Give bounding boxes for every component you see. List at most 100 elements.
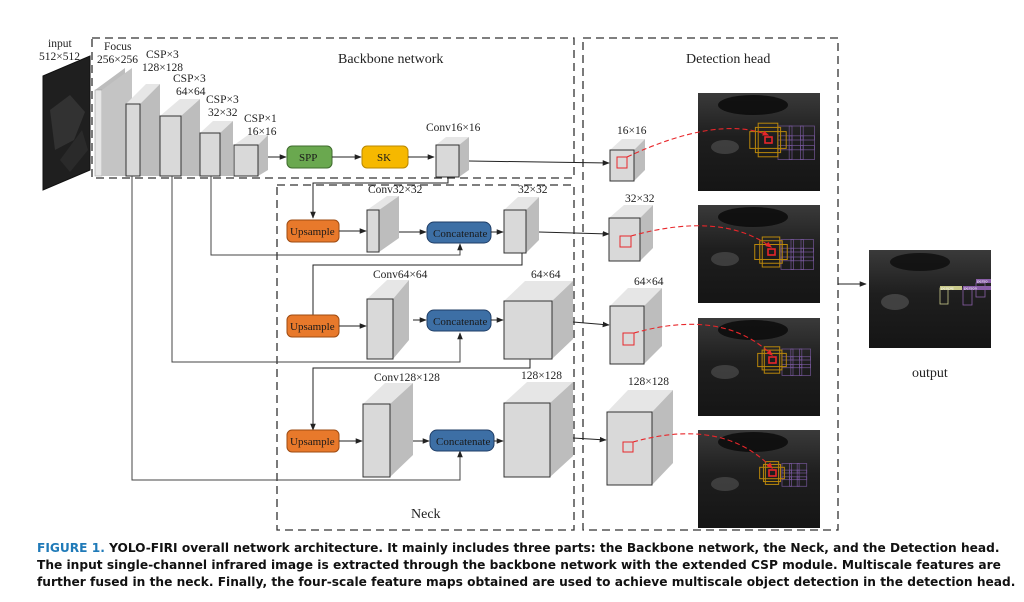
- csp-32-size: 32×32: [208, 107, 238, 119]
- conv16-block: [435, 137, 469, 178]
- anchor-box-purple: [788, 125, 804, 141]
- csp-32-name: CSP×3: [206, 94, 239, 106]
- upsample-label-2: Upsample: [290, 321, 335, 333]
- anchor-box-purple: [800, 125, 815, 141]
- car-shape: [711, 252, 739, 266]
- neck-title: Neck: [411, 507, 441, 522]
- conv64-block: [366, 280, 409, 360]
- neck-section: [276, 184, 575, 531]
- output-label: output: [912, 366, 948, 381]
- mapping-curve: [626, 128, 770, 158]
- car-shape: [711, 365, 739, 379]
- target-box: [768, 469, 777, 477]
- anchor-box-purple: [790, 348, 803, 361]
- anchor-box-purple: [789, 463, 800, 474]
- anchor-box-purple: [781, 469, 792, 481]
- head-cube-64: [609, 288, 662, 365]
- anchor-box-purple: [788, 135, 804, 151]
- anchor-box-purple: [800, 135, 815, 151]
- anchor-box-purple: [800, 145, 815, 161]
- mapping-curve: [632, 433, 773, 469]
- neck-out-32-label: 32×32: [518, 184, 548, 196]
- head-cube-16: [609, 139, 645, 182]
- head-scale-32: 32×32: [625, 193, 655, 205]
- conv128-label: Conv128×128: [374, 372, 440, 384]
- upsample-module-1: Upsample: [286, 219, 340, 243]
- csp-16-block: [233, 135, 268, 177]
- anchor-box-purple: [799, 363, 811, 376]
- focus-size: 256×256: [97, 54, 138, 66]
- detection-head-title: Detection head: [686, 52, 770, 67]
- figure-caption: FIGURE 1. YOLO-FIRI overall network arch…: [37, 540, 1017, 591]
- spp-label: SPP: [299, 152, 317, 164]
- conv32-label: Conv32×32: [368, 184, 423, 196]
- sk-label: SK: [377, 152, 391, 164]
- csp-128-block: [125, 84, 160, 177]
- csp-128-size: 128×128: [142, 62, 183, 74]
- target-box: [768, 356, 777, 364]
- upsample-module-3: Upsample: [286, 429, 340, 453]
- figure-caption-text: YOLO-FIRI overall network architecture. …: [37, 541, 1016, 589]
- anchor-box-orange: [754, 126, 782, 154]
- focus-block: [94, 68, 132, 177]
- mapping-curve: [633, 323, 773, 356]
- anchor-box-orange: [763, 346, 781, 374]
- conv16-label: Conv16×16: [426, 122, 481, 134]
- output-detection-label-people: people: [941, 286, 955, 291]
- concatenate-label-1: Concatenate: [433, 228, 487, 240]
- backbone-title: Backbone network: [338, 52, 443, 67]
- csp-16-name: CSP×1: [244, 113, 277, 125]
- tree-shadow: [718, 95, 788, 115]
- anchor-box-purple: [790, 256, 804, 270]
- architecture-diagram: Backbone network Neck Detection head inp…: [39, 37, 991, 531]
- upsample-label-1: Upsample: [290, 226, 335, 238]
- head-cube-128: [606, 390, 673, 486]
- csp-16-size: 16×16: [247, 126, 277, 138]
- concatenate-label-2: Concatenate: [433, 316, 487, 328]
- anchor-box-purple: [796, 469, 808, 481]
- neck-out-128-block: [503, 382, 573, 478]
- head-scale-16: 16×16: [617, 125, 647, 137]
- neck-out-64-block: [503, 281, 573, 360]
- focus-name: Focus: [104, 41, 132, 53]
- anchor-box-purple: [796, 463, 808, 474]
- tree-shadow: [718, 432, 788, 452]
- head-scale-64: 64×64: [634, 276, 664, 288]
- csp-64-size: 64×64: [176, 86, 206, 98]
- anchor-box-purple: [790, 356, 803, 369]
- head-scale-128: 128×128: [628, 376, 669, 388]
- anchor-box-purple: [790, 363, 803, 376]
- input-size: 512×512: [39, 51, 80, 63]
- sk-module: SK: [361, 145, 409, 169]
- anchor-box-orange: [759, 240, 783, 264]
- head-cube-32: [608, 205, 653, 262]
- detection-thumbnail-16×16: [698, 93, 820, 191]
- csp-64-block: [159, 99, 200, 177]
- anchor-box-purple: [789, 469, 800, 481]
- upsample-module-2: Upsample: [286, 314, 340, 338]
- output-detection-label-perso: perso: [977, 279, 988, 284]
- conv128-block: [362, 383, 413, 478]
- input-image: [42, 55, 91, 191]
- target-box: [767, 248, 776, 256]
- figure-label: FIGURE 1.: [37, 541, 105, 555]
- concatenate-module-3: Concatenate: [429, 429, 495, 452]
- anchor-box-purple: [800, 256, 814, 270]
- neck-out-64-label: 64×64: [531, 269, 561, 281]
- neck-out-128-label: 128×128: [521, 370, 562, 382]
- input-label: input: [48, 38, 72, 50]
- output-image: people person perso: [869, 250, 991, 348]
- concatenate-module-2: Concatenate: [426, 309, 492, 332]
- detection-thumbnail-128×128: [698, 430, 820, 528]
- tree-shadow: [718, 320, 788, 340]
- anchor-box-purple: [781, 463, 792, 474]
- anchor-box-orange: [764, 461, 780, 485]
- car-shape: [711, 140, 739, 154]
- conv64-label: Conv64×64: [373, 269, 428, 281]
- conv32-block: [366, 196, 399, 253]
- anchor-box-purple: [781, 476, 792, 487]
- anchor-box-purple: [788, 145, 804, 161]
- csp-32-block: [199, 121, 233, 177]
- anchor-box-purple: [790, 239, 804, 253]
- car-shape: [711, 477, 739, 491]
